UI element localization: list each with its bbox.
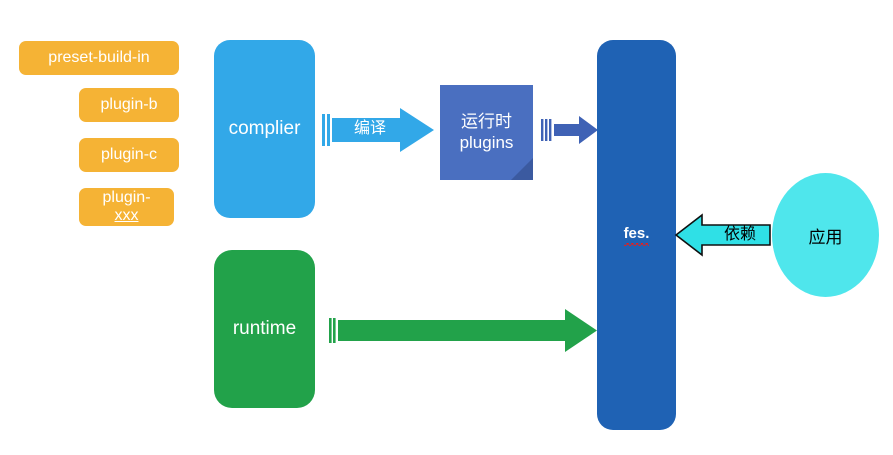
- arrow-compile: 编译: [322, 108, 434, 152]
- arrow-depend-label: 依赖: [723, 226, 756, 243]
- node-runtime-plugins-line1: 运行时: [461, 112, 512, 132]
- chip-label-line1: plugin-: [102, 188, 151, 206]
- chip-label-line2: xxx: [114, 207, 139, 224]
- node-app-label: 应用: [808, 227, 843, 247]
- node-runtime[interactable]: runtime: [214, 250, 315, 408]
- arrow-depend: 依赖: [674, 211, 772, 259]
- node-complier-label: complier: [228, 118, 301, 140]
- node-runtime-plugins-line2: plugins: [459, 132, 514, 152]
- node-runtime-plugins[interactable]: 运行时 plugins: [440, 85, 533, 180]
- chip-plugin-xxx[interactable]: plugin- xxx: [79, 188, 174, 226]
- chip-plugin-c[interactable]: plugin-c: [79, 138, 179, 172]
- arrow-runtime-to-fes: [329, 307, 597, 354]
- chip-label: preset-build-in: [48, 48, 150, 66]
- node-fes-label: fes.: [623, 225, 649, 246]
- chip-preset-build-in[interactable]: preset-build-in: [19, 41, 179, 75]
- node-app[interactable]: 应用: [772, 173, 879, 297]
- arrow-compile-label: 编译: [353, 120, 386, 137]
- chip-plugin-b[interactable]: plugin-b: [79, 88, 179, 122]
- chip-label: plugin-c: [100, 145, 158, 163]
- arrow-plugins-to-fes: [541, 114, 598, 146]
- node-runtime-plugins-body: 运行时 plugins: [440, 85, 533, 180]
- chip-label: plugin-b: [100, 95, 158, 113]
- node-fes[interactable]: fes.: [597, 40, 676, 430]
- node-runtime-label: runtime: [232, 318, 297, 340]
- node-complier[interactable]: complier: [214, 40, 315, 218]
